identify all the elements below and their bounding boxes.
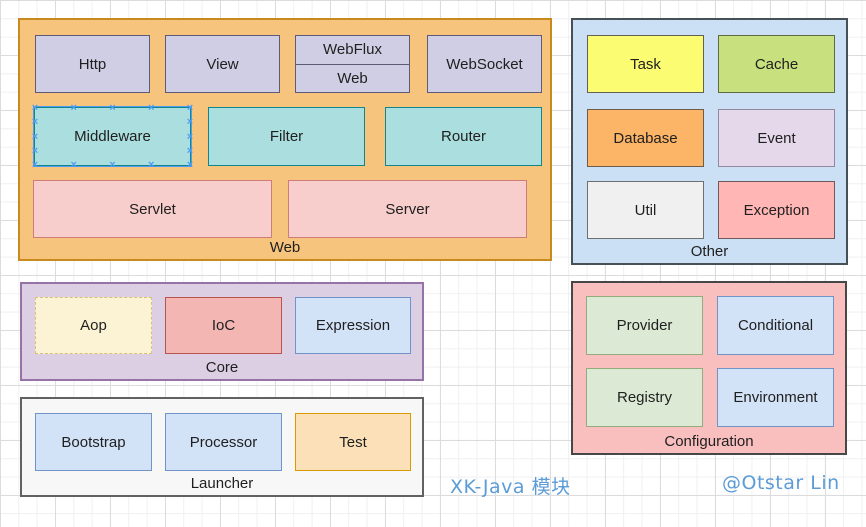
shape-middleware-label: Middleware xyxy=(74,128,151,145)
shape-bootstrap-label: Bootstrap xyxy=(61,433,126,451)
group-other-label: Other xyxy=(690,243,729,260)
shape-provider[interactable]: Provider xyxy=(586,296,703,355)
shape-database-label: Database xyxy=(613,129,678,147)
shape-test-label: Test xyxy=(339,433,367,451)
shape-web-inner-label: Web xyxy=(337,69,368,87)
shape-registry[interactable]: Registry xyxy=(586,368,703,427)
shape-test[interactable]: Test xyxy=(295,413,411,471)
shape-server[interactable]: Server xyxy=(288,180,527,238)
group-configuration[interactable]: Provider Conditional Registry Environmen… xyxy=(571,281,847,455)
shape-provider-label: Provider xyxy=(616,317,673,334)
shape-web-inner[interactable]: Web xyxy=(296,63,409,93)
group-launcher-label: Launcher xyxy=(190,475,254,492)
group-core-label: Core xyxy=(205,359,239,376)
shape-router[interactable]: Router xyxy=(385,107,542,166)
shape-webflux-label: WebFlux xyxy=(323,41,382,59)
shape-conditional-label: Conditional xyxy=(737,317,814,334)
shape-task[interactable]: Task xyxy=(587,35,704,93)
shape-expression-label: Expression xyxy=(315,317,391,334)
shape-event-label: Event xyxy=(757,129,796,147)
group-core[interactable]: Aop IoC Expression Core xyxy=(20,282,424,381)
shape-util-label: Util xyxy=(634,201,657,219)
shape-expression[interactable]: Expression xyxy=(295,297,411,354)
shape-websocket-label: WebSocket xyxy=(446,55,523,73)
shape-util[interactable]: Util xyxy=(587,181,704,239)
group-other[interactable]: Task Cache Database Event Util Exception… xyxy=(571,18,848,265)
shape-aop[interactable]: Aop xyxy=(35,297,152,354)
shape-view-label: View xyxy=(206,55,239,73)
shape-processor[interactable]: Processor xyxy=(165,413,282,471)
shape-filter-label: Filter xyxy=(269,128,304,145)
shape-http-label: Http xyxy=(78,55,107,73)
group-configuration-label: Configuration xyxy=(664,433,754,450)
shape-exception-label: Exception xyxy=(743,201,810,219)
shape-ioc[interactable]: IoC xyxy=(165,297,282,354)
shape-middleware[interactable]: Middleware xyxy=(33,106,192,167)
diagram-title: XK-Java 模块 xyxy=(450,476,571,498)
shape-router-label: Router xyxy=(440,128,487,145)
shape-task-label: Task xyxy=(630,55,661,73)
diagram-author: @Otstar Lin xyxy=(722,472,840,494)
shape-servlet-label: Servlet xyxy=(129,200,176,218)
shape-environment[interactable]: Environment xyxy=(717,368,834,427)
shape-filter[interactable]: Filter xyxy=(208,107,365,166)
shape-cache[interactable]: Cache xyxy=(718,35,835,93)
shape-ioc-label: IoC xyxy=(211,317,236,334)
shape-exception[interactable]: Exception xyxy=(718,181,835,239)
shape-environment-label: Environment xyxy=(733,389,818,406)
shape-processor-label: Processor xyxy=(189,433,258,451)
shape-aop-label: Aop xyxy=(80,317,107,334)
shape-conditional[interactable]: Conditional xyxy=(717,296,834,355)
group-launcher[interactable]: Bootstrap Processor Test Launcher xyxy=(20,397,424,497)
shape-view[interactable]: View xyxy=(165,35,280,93)
shape-event[interactable]: Event xyxy=(718,109,835,167)
shape-servlet[interactable]: Servlet xyxy=(33,180,272,238)
shape-websocket[interactable]: WebSocket xyxy=(427,35,542,93)
shape-bootstrap[interactable]: Bootstrap xyxy=(35,413,152,471)
shape-webflux[interactable]: WebFlux xyxy=(296,36,409,64)
group-web[interactable]: Http View WebFlux Web WebSocket Middlewa… xyxy=(18,18,552,261)
shape-http[interactable]: Http xyxy=(35,35,150,93)
shape-webflux-web-stack[interactable]: WebFlux Web xyxy=(295,35,410,93)
shape-database[interactable]: Database xyxy=(587,109,704,167)
group-web-label: Web xyxy=(269,239,301,256)
shape-cache-label: Cache xyxy=(754,55,799,73)
shape-server-label: Server xyxy=(385,200,430,218)
shape-registry-label: Registry xyxy=(616,389,672,406)
